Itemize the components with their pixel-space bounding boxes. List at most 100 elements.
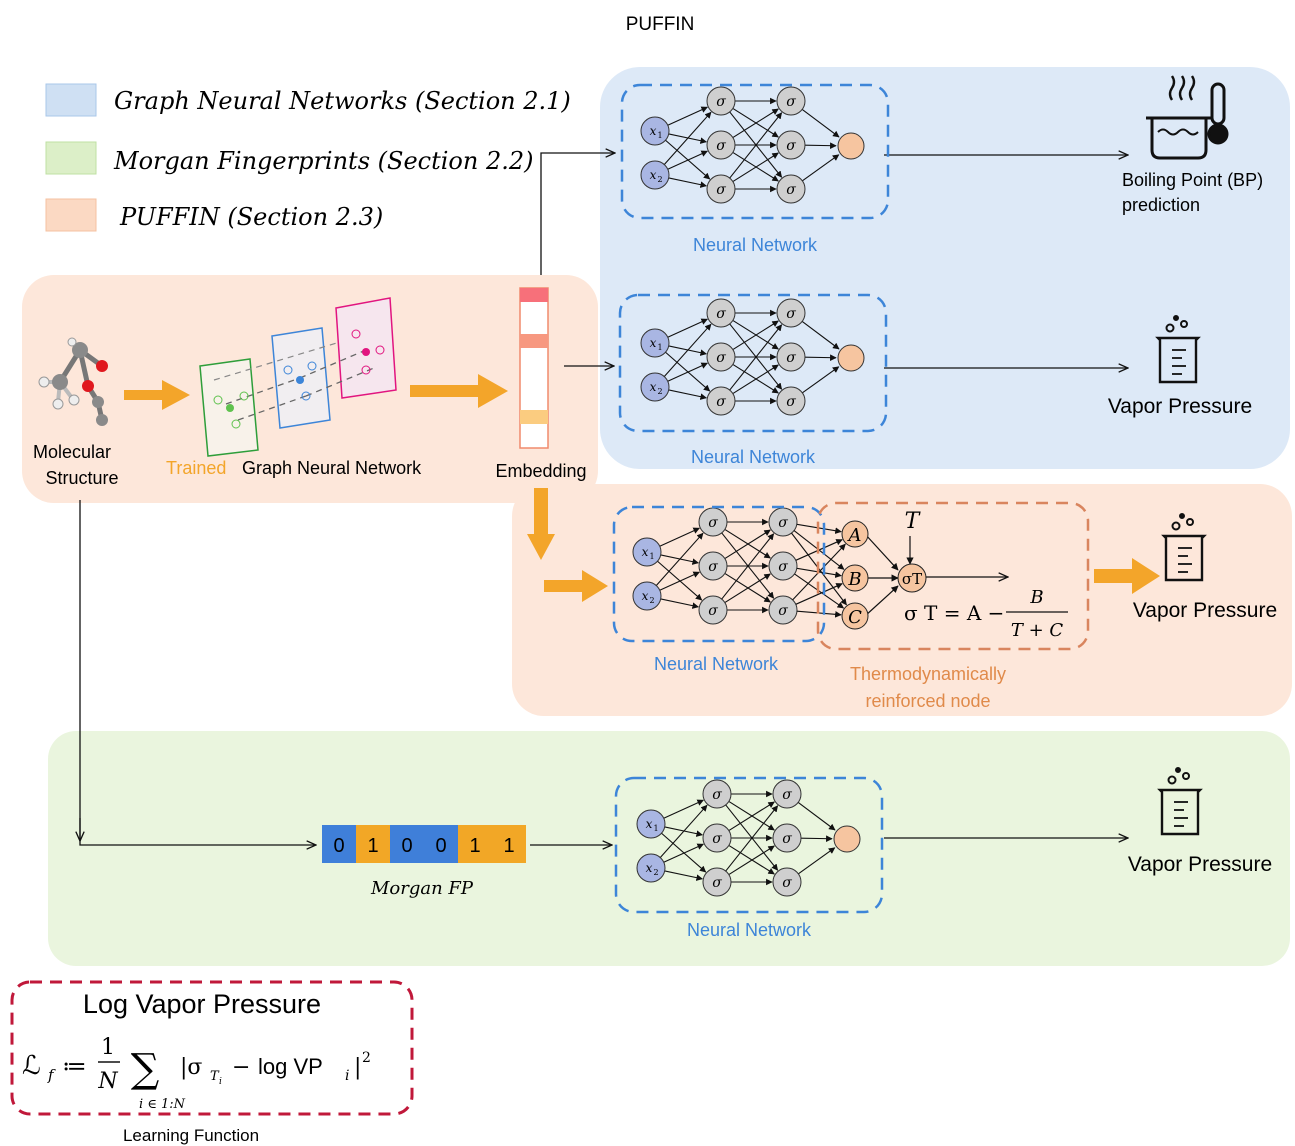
svg-text:i: i bbox=[219, 1077, 222, 1087]
output-node bbox=[833, 825, 861, 853]
hidden-node bbox=[706, 174, 736, 204]
sigma-label: σ bbox=[708, 515, 718, 531]
node-B bbox=[841, 564, 869, 592]
thermo-node-graphic bbox=[841, 520, 1008, 630]
T-label: T bbox=[905, 509, 922, 534]
sigma-label: σ bbox=[786, 306, 796, 322]
beaker-icons bbox=[1155, 315, 1207, 836]
bp-label-1: Boiling Point (BP) bbox=[1122, 170, 1263, 190]
gnn-layers-graphic bbox=[199, 297, 397, 457]
output-node bbox=[837, 132, 865, 160]
sigma-label: σ bbox=[786, 94, 796, 110]
embedding-label: Embedding bbox=[495, 461, 586, 481]
fp-bit-6: 1 bbox=[503, 835, 514, 857]
sigma-label: σ bbox=[782, 831, 792, 847]
loss-formula: ℒ f ≔ 1 N ∑ i ∈ 1:N |σ T i − log VP i | … bbox=[22, 1035, 371, 1112]
sigma-label: σ bbox=[716, 350, 726, 366]
beaker-icon-2 bbox=[1161, 513, 1207, 582]
svg-text:∑: ∑ bbox=[131, 1046, 160, 1092]
fp-bit-3: 0 bbox=[401, 835, 412, 857]
connectors bbox=[80, 153, 1128, 845]
hidden-node bbox=[776, 174, 806, 204]
sigma-label: σ bbox=[778, 515, 788, 531]
legend-swatch-gnn bbox=[45, 83, 97, 117]
node-A-label: A bbox=[847, 525, 862, 546]
trained-label: Trained bbox=[166, 458, 226, 478]
node-C bbox=[841, 602, 869, 630]
sigma-label: σ bbox=[716, 138, 726, 154]
node-B-label: B bbox=[847, 569, 861, 590]
node-A bbox=[841, 520, 869, 548]
hidden-node bbox=[776, 342, 806, 372]
input-node-label: x bbox=[646, 817, 653, 831]
sigma-label: σ bbox=[716, 306, 726, 322]
loss-box bbox=[10, 980, 414, 1116]
output-node bbox=[837, 344, 865, 372]
hidden-node bbox=[706, 386, 736, 416]
input-node bbox=[632, 581, 662, 611]
hidden-node bbox=[706, 342, 736, 372]
input-node-label: x bbox=[646, 861, 653, 875]
vp-label-3: Vapor Pressure bbox=[1128, 853, 1272, 876]
input-node-label: x bbox=[650, 380, 657, 394]
input-node-label: x bbox=[650, 168, 657, 182]
orange-arrow-1 bbox=[124, 380, 190, 410]
molecule-icon bbox=[38, 337, 108, 426]
legend-label-morgan: Morgan Fingerprints (Section 2.2) bbox=[113, 147, 533, 175]
sigma-label: σ bbox=[712, 831, 722, 847]
equation-numerator: B bbox=[1029, 587, 1043, 608]
sigma-label: σ bbox=[786, 138, 796, 154]
legend: Graph Neural Networks (Section 2.1) Morg… bbox=[45, 83, 571, 232]
input-node-label: x bbox=[642, 545, 649, 559]
orange-arrow-4 bbox=[1094, 558, 1160, 594]
learning-function-label: Learning Function bbox=[123, 1126, 259, 1145]
svg-text:i ∈ 1:N: i ∈ 1:N bbox=[139, 1097, 186, 1112]
svg-text:1: 1 bbox=[101, 1035, 115, 1060]
svg-text:|: | bbox=[354, 1055, 361, 1080]
molecular-structure-label-1: Molecular bbox=[33, 442, 111, 462]
input-node bbox=[640, 116, 670, 146]
svg-text:−: − bbox=[232, 1055, 250, 1080]
input-node bbox=[636, 809, 666, 839]
gnn-label: Graph Neural Network bbox=[242, 458, 422, 478]
hidden-node bbox=[698, 595, 728, 625]
thermo-label-2: reinforced node bbox=[865, 691, 990, 711]
hidden-node bbox=[772, 823, 802, 853]
svg-text:ℒ: ℒ bbox=[22, 1051, 41, 1081]
input-node-label: x bbox=[650, 336, 657, 350]
hidden-node bbox=[776, 298, 806, 328]
beaker-icon-1 bbox=[1155, 315, 1201, 384]
vp-label-2: Vapor Pressure bbox=[1133, 599, 1277, 622]
sigma-label: σ bbox=[716, 394, 726, 410]
legend-label-gnn: Graph Neural Networks (Section 2.1) bbox=[114, 87, 571, 115]
equation-denominator: T + C bbox=[1011, 620, 1064, 641]
connection-to-abc bbox=[795, 583, 843, 605]
input-node bbox=[640, 372, 670, 402]
fp-bit-4: 0 bbox=[435, 835, 446, 857]
hidden-node bbox=[702, 867, 732, 897]
nn-label-2: Neural Network bbox=[691, 447, 816, 467]
beaker-icon-3 bbox=[1157, 767, 1203, 836]
input-node-label: x bbox=[650, 124, 657, 138]
fp-bit-5: 1 bbox=[469, 835, 480, 857]
input-node bbox=[640, 328, 670, 358]
sigma-label: σ bbox=[786, 350, 796, 366]
fp-bit-2: 1 bbox=[367, 835, 378, 857]
input-node-subscript: 2 bbox=[653, 868, 658, 877]
hidden-node bbox=[772, 779, 802, 809]
hidden-node bbox=[698, 551, 728, 581]
svg-text:log VP: log VP bbox=[258, 1054, 323, 1079]
legend-label-puffin: PUFFIN (Section 2.3) bbox=[119, 203, 383, 231]
sigma-label: σ bbox=[778, 603, 788, 619]
orange-arrow-2 bbox=[410, 374, 508, 408]
hidden-node bbox=[706, 86, 736, 116]
equation-lhs: σ T = A − bbox=[904, 601, 1004, 625]
hidden-node bbox=[702, 823, 732, 853]
nn-label-4: Neural Network bbox=[687, 920, 812, 940]
nn-box-1 bbox=[620, 83, 890, 220]
dashed-boxes bbox=[612, 83, 1090, 914]
